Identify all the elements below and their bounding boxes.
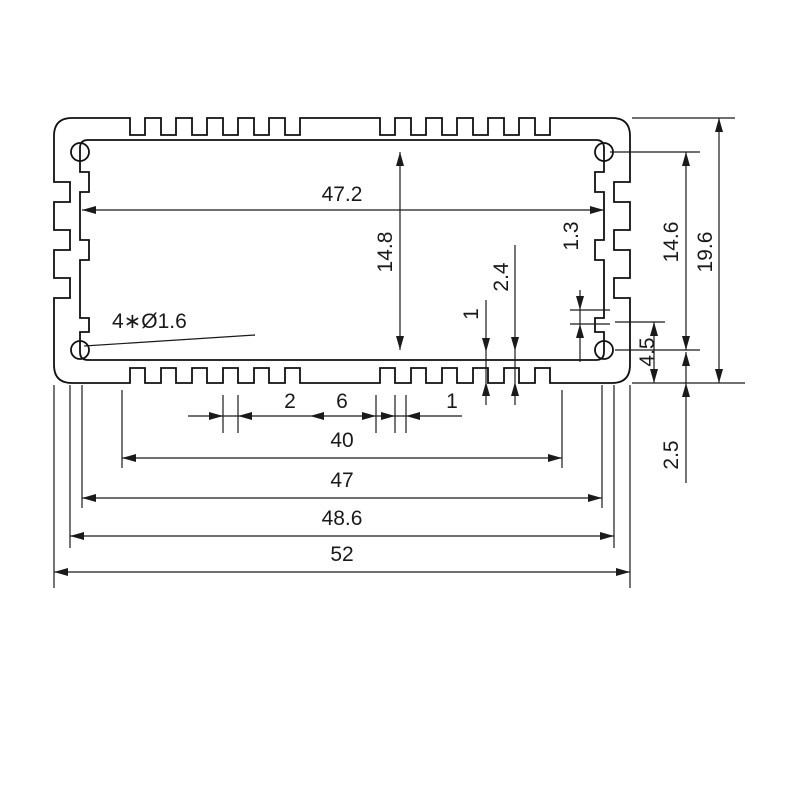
dimension-4-5-label: 4.5 (636, 337, 659, 366)
dimension-6-label: 6 (336, 390, 348, 413)
dimension-40-label: 40 (330, 429, 353, 452)
profile-outline (53, 117, 631, 384)
dimension-47-2: 47.2 (82, 183, 604, 214)
dimension-47: 47 (82, 469, 602, 502)
dimension-14-8-label: 14.8 (374, 232, 397, 273)
dimension-19-6: 19.6 (694, 118, 723, 383)
dimension-48-6: 48.6 (70, 507, 614, 540)
bottom-extension-lines (53, 385, 631, 588)
dimension-48-6-label: 48.6 (322, 507, 363, 530)
screw-hole-top-left (70, 142, 90, 162)
hole-leader-line (83, 334, 256, 347)
dimension-1-3: 1.3 (560, 221, 610, 362)
dimension-14-8: 14.8 (374, 152, 404, 350)
screw-holes (70, 142, 614, 360)
dimension-14-6: 14.6 (660, 152, 690, 350)
screw-hole-bottom-left (70, 340, 90, 360)
dimension-14-6-label: 14.6 (660, 222, 683, 263)
dimension-47-label: 47 (330, 469, 353, 492)
dimension-52: 52 (54, 543, 630, 576)
screw-hole-bottom-right (594, 340, 614, 360)
dimension-40: 40 (122, 429, 562, 462)
dimension-2-5-label: 2.5 (660, 440, 683, 469)
dimension-52-label: 52 (330, 543, 353, 566)
dimension-2-label: 2 (284, 390, 296, 413)
dimension-19-6-label: 19.6 (694, 232, 717, 273)
dimension-1-3-label: 1.3 (560, 221, 583, 250)
dimension-1-vertical-label: 1 (460, 308, 483, 320)
dimension-2-4-label: 2.4 (490, 262, 513, 292)
hole-callout-label: 4∗Ø1.6 (112, 310, 187, 333)
dimension-2-5: 2.5 (660, 352, 690, 483)
dimension-2-4: 2.4 1 (460, 245, 519, 405)
inner-cavity-outline (79, 139, 605, 361)
dimension-4-5: 4.5 (636, 322, 659, 383)
dimension-fin-pitch: 2 6 1 (188, 390, 462, 420)
dimension-47-2-label: 47.2 (322, 183, 363, 206)
dimension-1-label: 1 (446, 390, 458, 413)
